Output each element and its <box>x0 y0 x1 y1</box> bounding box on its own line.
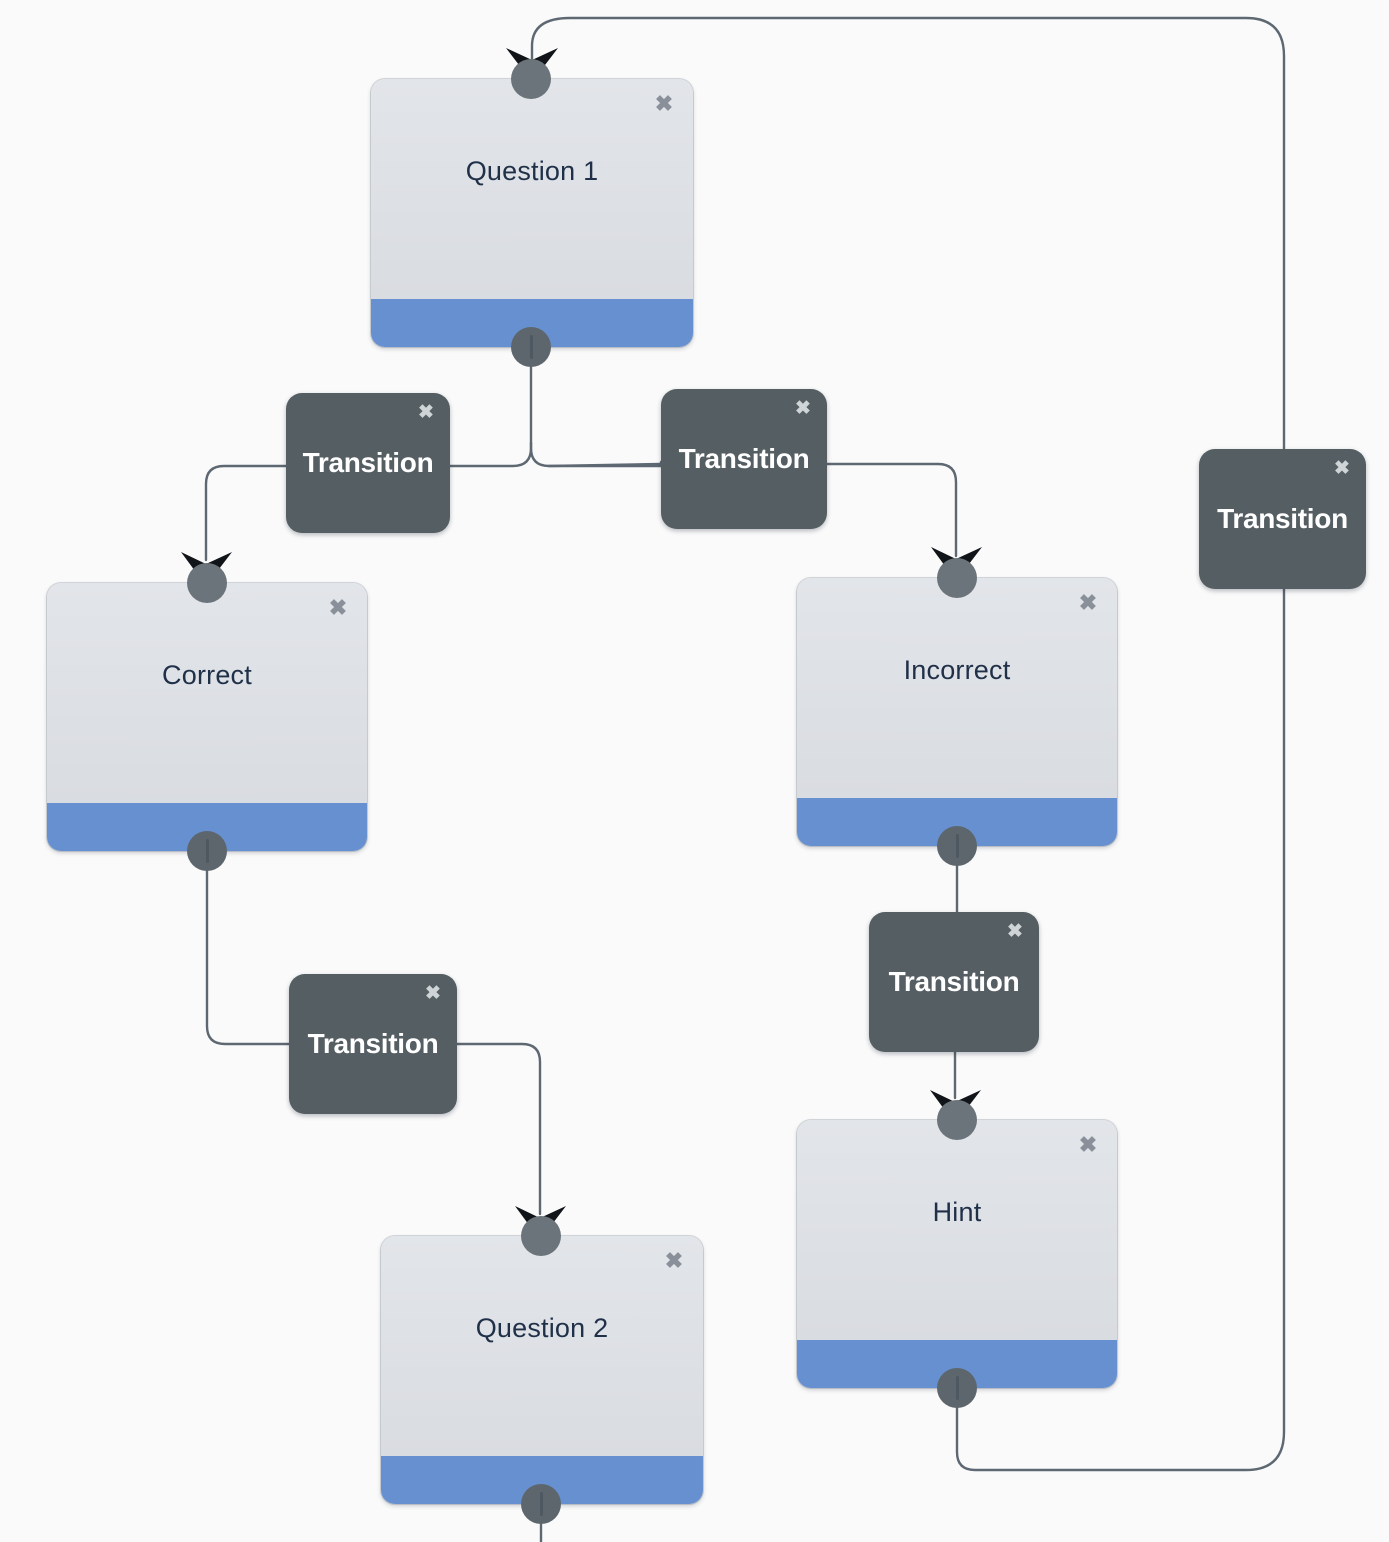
node-label: Question 1 <box>465 156 599 186</box>
port-stub <box>205 839 209 863</box>
close-icon[interactable]: ✖ <box>328 595 348 620</box>
transition-label: Transition <box>678 443 810 474</box>
node-label: Correct <box>162 660 252 690</box>
close-icon[interactable]: ✖ <box>1078 590 1098 615</box>
transition-label: Transition <box>888 966 1020 997</box>
node-question-2[interactable]: Question 2 ✖ <box>381 1236 703 1504</box>
node-label: Question 2 <box>475 1313 609 1343</box>
transition-label: Transition <box>302 447 434 478</box>
close-icon[interactable]: ✖ <box>1007 921 1023 942</box>
port-stub <box>955 1376 959 1400</box>
node-hint[interactable]: Hint ✖ <box>797 1120 1117 1388</box>
node-label: Incorrect <box>903 655 1011 685</box>
node-body <box>797 578 1117 798</box>
edge-split-to-tcorrect <box>448 441 533 468</box>
input-port-question-2[interactable] <box>521 1216 561 1256</box>
node-body <box>371 79 693 299</box>
output-port-question-2[interactable] <box>521 1484 561 1524</box>
output-port-incorrect[interactable] <box>937 826 977 866</box>
close-icon[interactable]: ✖ <box>654 91 674 116</box>
node-body <box>47 583 367 803</box>
node-transition-correct[interactable]: Transition ✖ <box>286 393 450 533</box>
input-port-correct[interactable] <box>187 563 227 603</box>
node-transition-hint[interactable]: Transition ✖ <box>869 912 1039 1052</box>
node-correct[interactable]: Correct ✖ <box>47 583 367 851</box>
close-icon[interactable]: ✖ <box>1078 1132 1098 1157</box>
node-label: Hint <box>932 1197 982 1227</box>
transition-label: Transition <box>307 1028 439 1059</box>
input-port-question-1[interactable] <box>511 59 551 99</box>
close-icon[interactable]: ✖ <box>425 983 441 1004</box>
edge-tcorrect-to-correct <box>204 464 288 562</box>
edge-tincorrect-to-incorrect <box>825 462 958 558</box>
close-icon[interactable]: ✖ <box>418 402 434 423</box>
close-icon[interactable]: ✖ <box>1334 458 1350 479</box>
close-icon[interactable]: ✖ <box>664 1248 684 1273</box>
port-stub <box>955 834 959 858</box>
node-transition-incorrect[interactable]: Transition ✖ <box>661 389 827 529</box>
output-port-hint[interactable] <box>937 1368 977 1408</box>
transition-label: Transition <box>1217 503 1348 534</box>
node-body <box>381 1236 703 1456</box>
edge-correct-to-tq2 <box>205 851 291 1046</box>
node-transition-loopback[interactable]: Transition ✖ <box>1199 449 1366 589</box>
port-stub <box>539 1492 543 1516</box>
output-port-correct[interactable] <box>187 831 227 871</box>
input-port-hint[interactable] <box>937 1100 977 1140</box>
node-incorrect[interactable]: Incorrect ✖ <box>797 578 1117 846</box>
port-stub <box>529 335 533 359</box>
close-icon[interactable]: ✖ <box>795 398 811 419</box>
node-body <box>797 1120 1117 1340</box>
node-transition-question2[interactable]: Transition ✖ <box>289 974 457 1114</box>
output-port-question-1[interactable] <box>511 327 551 367</box>
input-port-incorrect[interactable] <box>937 558 977 598</box>
node-question-1[interactable]: Question 1 ✖ <box>371 79 693 347</box>
edge-tq2-to-q2 <box>455 1042 542 1216</box>
edge-split-to-tincorrect <box>529 441 663 468</box>
